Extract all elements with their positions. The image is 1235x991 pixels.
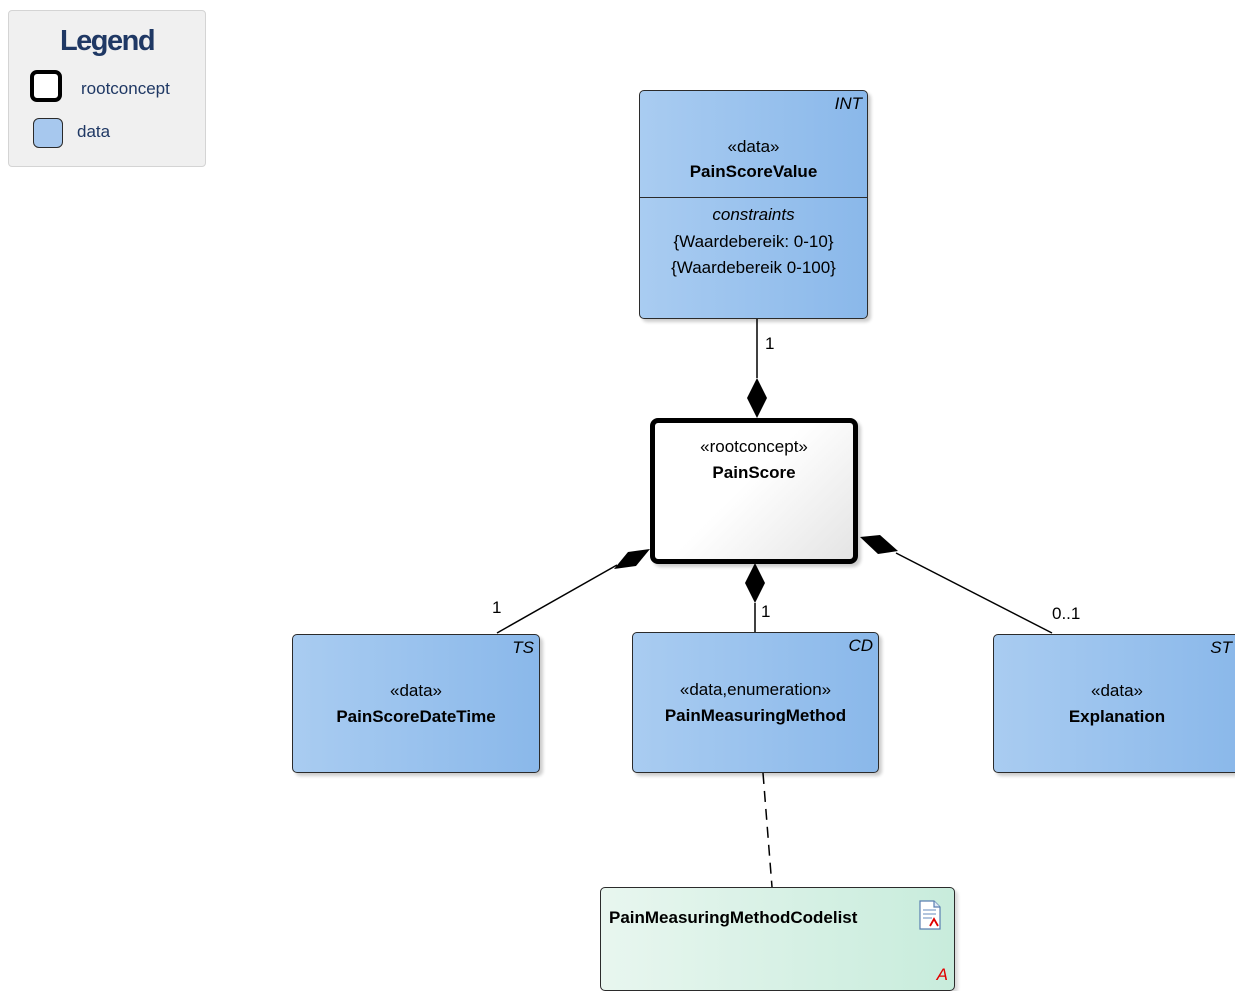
legend-label-rootconcept: rootconcept: [81, 79, 170, 98]
type-tag: CD: [848, 636, 873, 655]
type-tag: INT: [834, 94, 862, 113]
composition-diamond-left: [614, 549, 650, 569]
type-tag: TS: [512, 638, 534, 657]
class-name: PainScoreDateTime: [336, 707, 496, 726]
codelist-name: PainMeasuringMethodCodelist: [609, 908, 858, 927]
class-name: PainScore: [712, 463, 796, 482]
multiplicity-datetime: 1: [492, 598, 502, 617]
class-name: PainMeasuringMethod: [664, 706, 847, 725]
multiplicity-value: 1: [765, 334, 775, 353]
type-tag: ST: [1210, 638, 1232, 657]
stereotype-label: «data,enumeration»: [679, 680, 832, 699]
compartment-divider: [640, 197, 867, 198]
composition-diamond-right: [860, 535, 898, 554]
legend-title: Legend: [59, 25, 156, 57]
legend-panel: Legend rootconcept data: [8, 10, 206, 167]
class-name: Explanation: [1068, 707, 1166, 726]
data-swatch: [33, 118, 63, 148]
multiplicity-method: 1: [761, 602, 771, 621]
legend-label-data: data: [77, 122, 111, 141]
connector-datetime: [496, 564, 618, 634]
stereotype-label: «rootconcept»: [700, 437, 808, 456]
constraint-item: {Waardebereik: 0-10}: [673, 232, 834, 251]
dependency-line: [762, 772, 773, 888]
connector-explanation: [895, 552, 1053, 634]
class-pain-score-value[interactable]: INT «data» PainScoreValue constraints {W…: [639, 90, 868, 319]
class-pain-score[interactable]: «rootconcept» PainScore: [650, 418, 858, 564]
document-icon: [919, 900, 941, 930]
class-pain-measuring-method[interactable]: CD «data,enumeration» PainMeasuringMetho…: [632, 632, 879, 773]
stereotype-label: «data»: [1091, 681, 1143, 700]
class-explanation[interactable]: ST «data» Explanation: [993, 634, 1235, 773]
stereotype-label: «data»: [390, 681, 442, 700]
rootconcept-swatch: [30, 70, 62, 102]
class-name: PainScoreValue: [689, 162, 818, 181]
artifact-codelist[interactable]: PainMeasuringMethodCodelist A: [600, 887, 955, 991]
constraint-item: {Waardebereik 0-100}: [671, 258, 836, 277]
multiplicity-explanation: 0..1: [1052, 604, 1081, 623]
constraints-heading: constraints: [712, 205, 795, 224]
class-pain-score-datetime[interactable]: TS «data» PainScoreDateTime: [292, 634, 540, 773]
stereotype-label: «data»: [727, 137, 780, 156]
codelist-tag: A: [936, 965, 948, 984]
composition-diamond-top: [747, 378, 767, 418]
composition-diamond-bottom: [745, 563, 765, 603]
